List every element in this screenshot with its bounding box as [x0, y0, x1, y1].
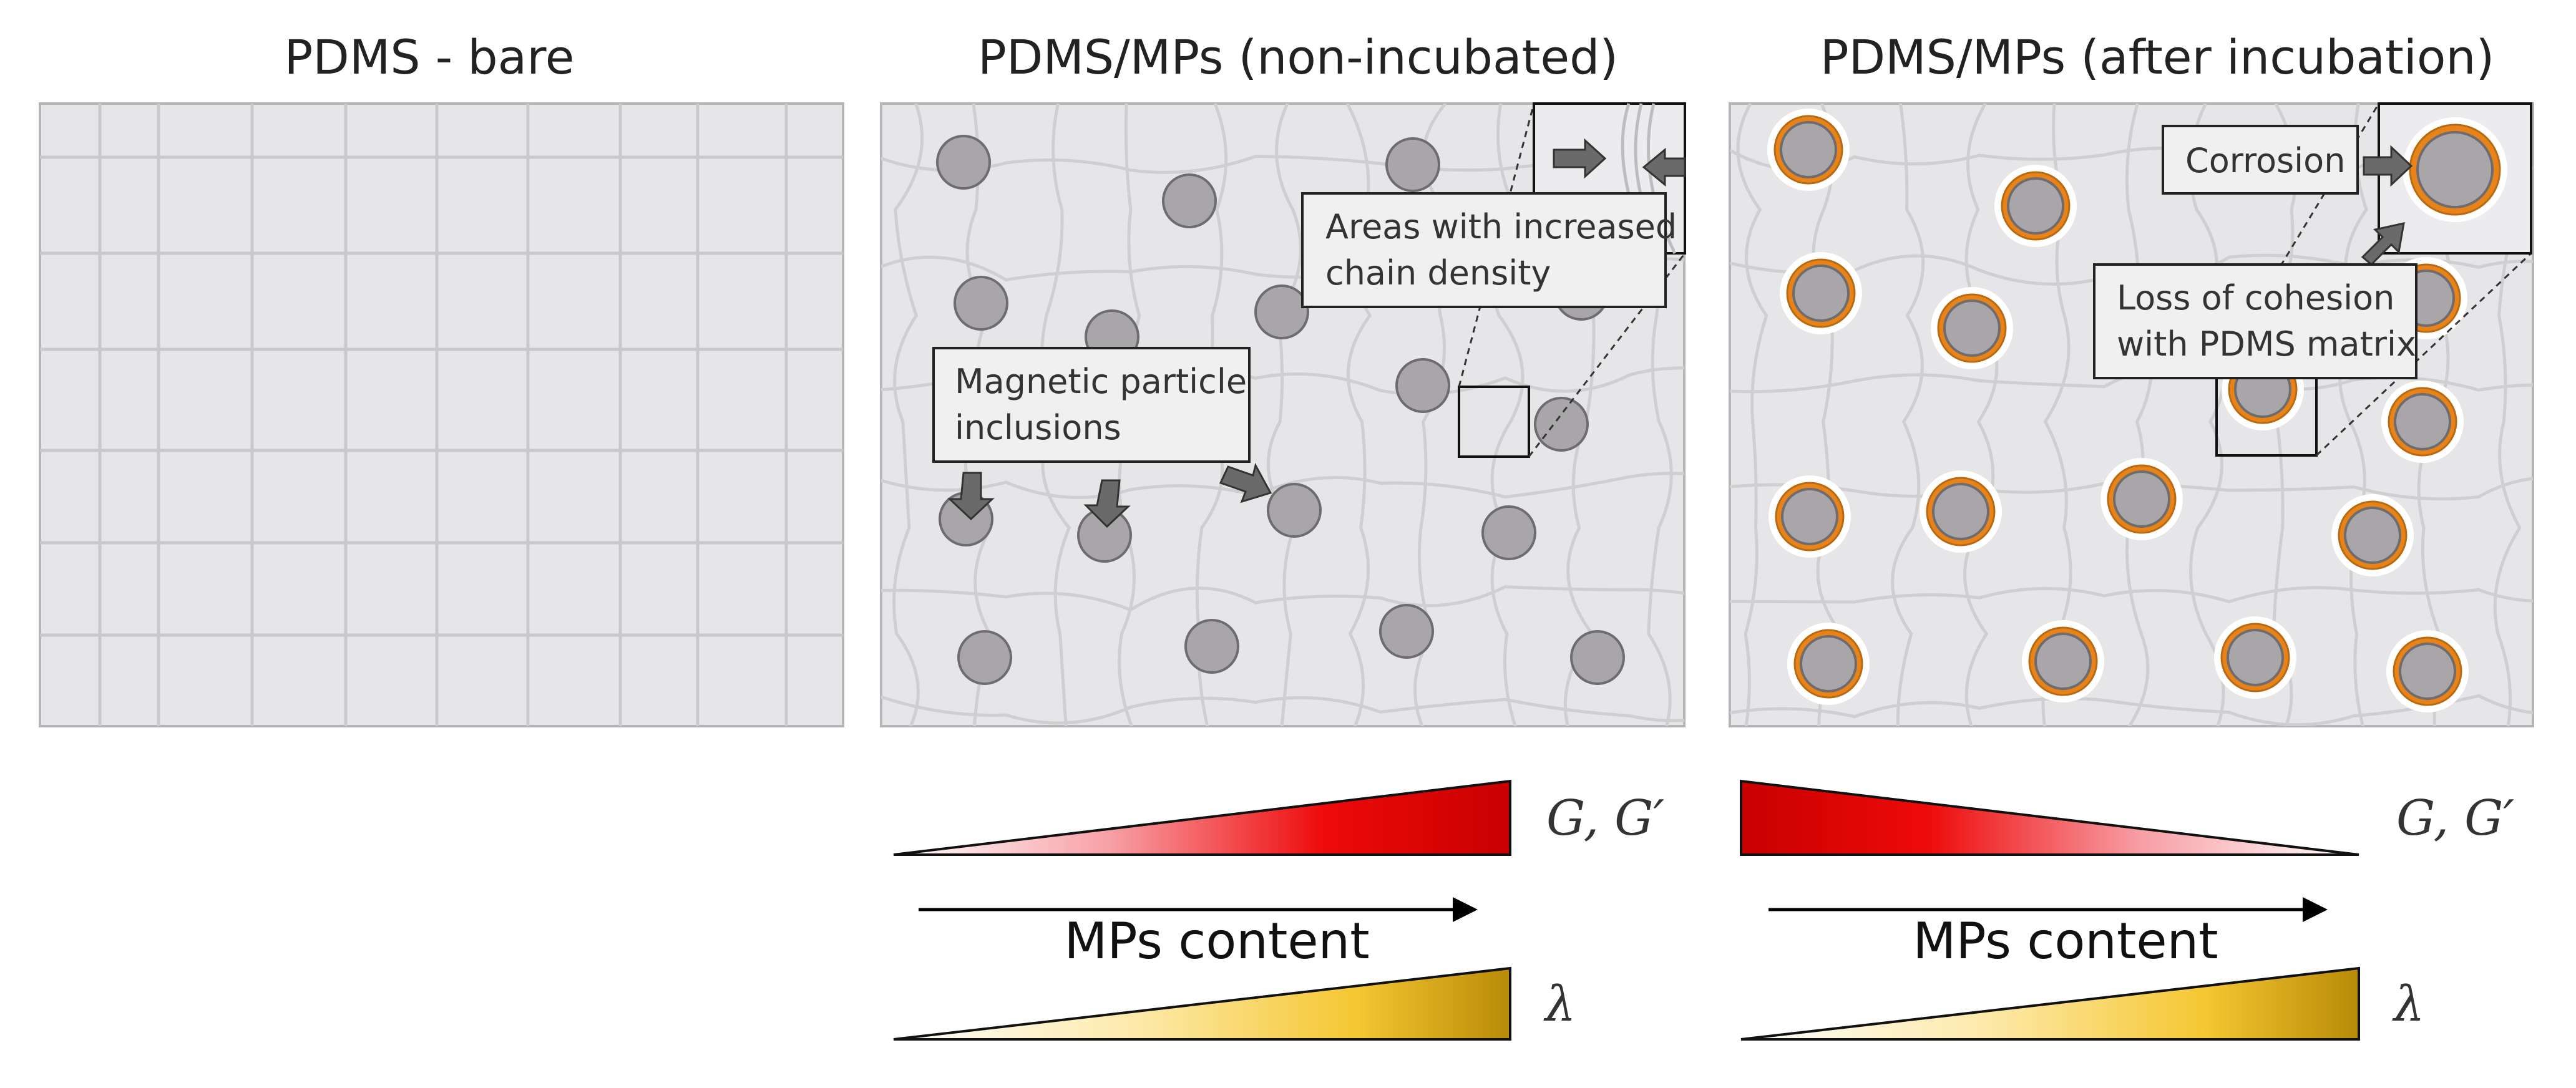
panel-title-non-incubated: PDMS/MPs (non-incubated) — [978, 29, 1618, 85]
corrosion-zoom — [2215, 102, 2532, 457]
magnetic-particle — [1534, 397, 1589, 452]
gradients-non-incubated: G, G′ MPs content λ — [893, 779, 1664, 1041]
cohesion-line2: with PDMS matrix — [2117, 324, 2416, 364]
chain-horizontal — [881, 695, 1684, 725]
magnetic-line2: inclusions — [955, 408, 1121, 447]
corrosion-arrow-icon — [2363, 145, 2413, 187]
chain-density-callout: Areas with increased chain density — [1301, 192, 1677, 308]
bare-grid — [40, 104, 843, 726]
corroded-particle — [2344, 507, 2401, 564]
magnetic-inclusions-callout: Magnetic particle inclusions — [932, 347, 1251, 463]
chain-vertical — [2338, 104, 2368, 726]
cohesion-arrow-icon — [2361, 222, 2405, 266]
compression-arrow-left-icon — [1642, 147, 1686, 187]
panel-bare — [39, 102, 844, 727]
corroded-particle — [1780, 121, 1837, 178]
corroded-particle — [1781, 488, 1838, 545]
magnetic-particle — [1570, 630, 1625, 685]
lambda-label-2: λ — [2392, 976, 2424, 1032]
mps-content-label-1: MPs content — [1064, 912, 1369, 970]
mps-content-label-2: MPs content — [1913, 912, 2218, 970]
corroded-particle — [2034, 633, 2092, 690]
magnetic-particle — [957, 630, 1012, 685]
corroded-particle — [2394, 393, 2451, 450]
chain-vertical — [892, 104, 924, 726]
chain-vertical — [1266, 104, 1302, 726]
particles-after-incubation — [1767, 109, 2469, 712]
magnetic-particle — [1385, 137, 1440, 192]
corroded-particle — [2399, 643, 2456, 700]
compression-arrow-right-icon — [1553, 138, 1607, 179]
chain-density-line2: chain density — [1325, 253, 1551, 293]
pointer-arrow-3-icon — [1219, 462, 1272, 503]
magnetic-particle — [954, 276, 1008, 331]
chain-vertical — [2125, 104, 2153, 726]
lambda-wedge-increasing-1 — [893, 966, 1511, 1041]
chain-density-line1: Areas with increased — [1325, 207, 1677, 246]
corroded-particle — [2113, 470, 2170, 528]
corroded-particle — [1792, 265, 1850, 322]
corrosion-callout: Corrosion — [2162, 125, 2359, 195]
panel-title-bare: PDMS - bare — [284, 29, 574, 85]
chain-horizontal — [881, 472, 1684, 499]
panel-after-incubation — [1729, 102, 2534, 727]
particles-non-incubated — [936, 135, 1625, 685]
cohesion-callout: Loss of cohesion with PDMS matrix — [2093, 263, 2417, 379]
magnetic-particle — [936, 135, 991, 190]
modulus-label-1: G, G′ — [1546, 790, 1664, 847]
pointer-arrow-1-icon — [947, 472, 995, 521]
pointer-arrow-2-icon — [1083, 479, 1131, 528]
lambda-wedge-increasing-2 — [1740, 966, 2360, 1041]
chain-vertical — [1963, 104, 1999, 726]
magnetic-particle — [1395, 358, 1450, 413]
chain-horizontal — [881, 585, 1684, 612]
corroded-particle — [1943, 299, 2001, 357]
chain-vertical — [1891, 104, 1925, 726]
corrosion-label: Corrosion — [2185, 141, 2345, 180]
corroded-particle — [2227, 629, 2284, 686]
magnetic-line1: Magnetic particle — [955, 362, 1247, 401]
magnetic-particle — [1254, 284, 1309, 339]
chain-vertical — [2188, 104, 2225, 726]
magnetic-particle — [1184, 619, 1239, 674]
corroded-particle — [2007, 177, 2064, 235]
magnetic-particle — [1162, 173, 1217, 228]
magnetic-particle — [1379, 604, 1434, 659]
chain-horizontal — [1730, 586, 2533, 604]
gradients-after-incubation: G, G′ MPs content λ — [1740, 779, 2514, 1041]
magnetic-particle — [1267, 483, 1322, 538]
modulus-wedge-increasing — [893, 779, 1511, 856]
chain-horizontal — [1730, 694, 2533, 726]
magnetic-particle — [1481, 505, 1536, 560]
cohesion-line1: Loss of cohesion — [2117, 278, 2394, 318]
chain-vertical — [1736, 104, 1769, 726]
corroded-particle — [1932, 483, 1989, 540]
modulus-label-2: G, G′ — [2396, 790, 2514, 847]
lambda-label-1: λ — [1543, 976, 1576, 1032]
modulus-wedge-decreasing — [1740, 779, 2359, 856]
corroded-particle — [1800, 635, 1857, 692]
panel-title-after-incubation: PDMS/MPs (after incubation) — [1820, 29, 2494, 85]
